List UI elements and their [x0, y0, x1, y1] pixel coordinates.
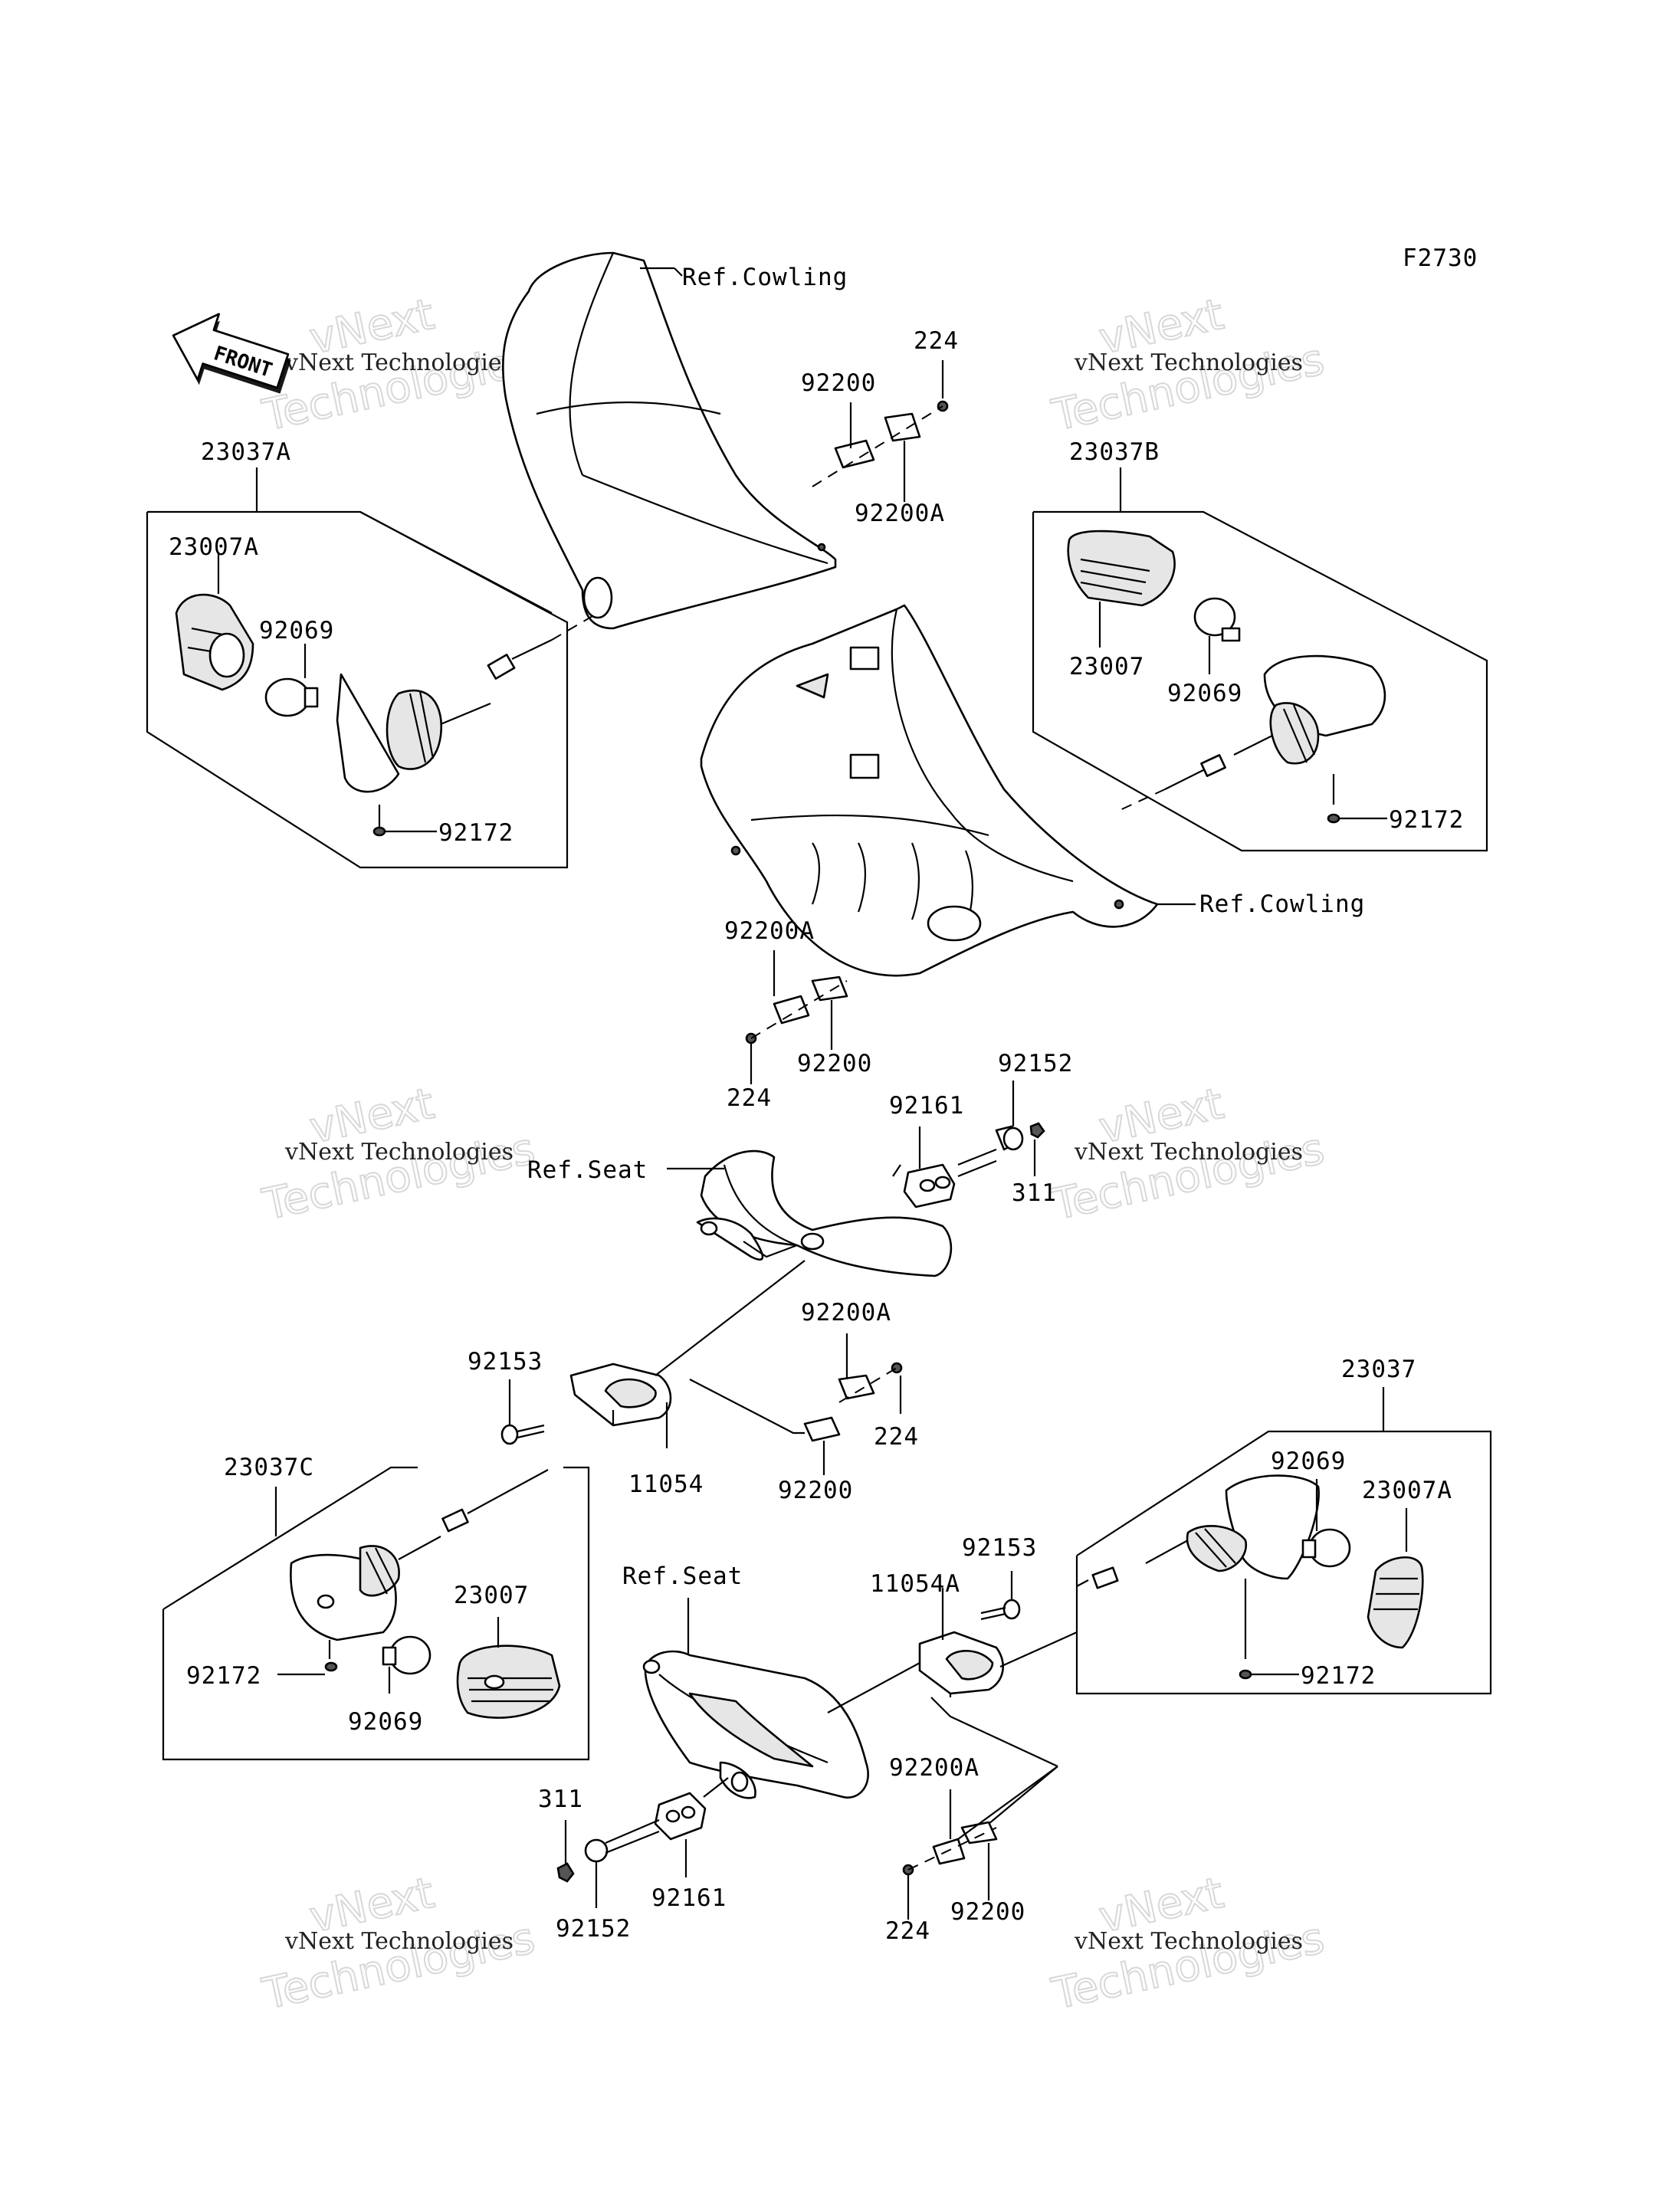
screw-92172-c: [324, 1640, 338, 1672]
part-label: 92200: [950, 1898, 1025, 1926]
nut-311-top: [1029, 1122, 1045, 1139]
part-label: 92172: [186, 1662, 261, 1690]
clip-92200A-top: [884, 412, 921, 442]
watermark-text: vNext Technologies: [1074, 1139, 1303, 1166]
part-label: 92153: [468, 1348, 543, 1376]
watermark-text: vNext Technologies: [284, 1928, 514, 1955]
clip-group-top: [812, 360, 949, 502]
bulb-92069-c: [382, 1635, 431, 1675]
bulb-92069-d: [1301, 1528, 1351, 1568]
part-label: 92200A: [855, 500, 945, 527]
part-label: 92069: [1167, 680, 1242, 707]
bracket-11054: [569, 1260, 806, 1448]
watermark-text: vNext Technologies: [1074, 349, 1303, 376]
part-label: 92069: [259, 617, 334, 644]
grab-rail-lower: [642, 1650, 869, 1799]
clip-group-c: [689, 1333, 903, 1475]
part-label: 23037B: [1069, 438, 1160, 466]
part-label: 92152: [998, 1050, 1073, 1077]
nut-311-bottom: [556, 1862, 575, 1883]
part-label: 92161: [889, 1092, 964, 1120]
figure-code: F2730: [1403, 244, 1478, 272]
assembly-23037C: [162, 1466, 590, 1761]
lens-23007-b: [1067, 530, 1176, 607]
ref-seat-bottom: Ref.Seat: [622, 1562, 743, 1590]
part-label: 92200: [778, 1477, 853, 1504]
part-label: 23007: [1069, 653, 1144, 680]
watermark-text: vNext Technologies: [284, 349, 514, 376]
part-label: 23007A: [169, 533, 259, 561]
part-label: 92200A: [889, 1754, 979, 1782]
part-label: 92200: [797, 1050, 872, 1077]
housing-23037: [1225, 1474, 1320, 1580]
bracket-11054A: [827, 1588, 1078, 1767]
front-arrow-icon: FRONT: [172, 313, 291, 394]
part-label: 92200A: [724, 917, 815, 945]
bolt-92153-right: [980, 1571, 1021, 1621]
lens-23007A-d: [1367, 1556, 1424, 1649]
screw-92172-d: [1239, 1579, 1252, 1680]
part-label: 311: [538, 1785, 583, 1813]
watermark-text: vNext Technologies: [284, 1139, 514, 1166]
part-label: 92069: [348, 1708, 423, 1736]
bolt-92153-left: [500, 1379, 545, 1445]
assembly-23037B: [1032, 467, 1488, 852]
part-label: 92200A: [801, 1299, 891, 1326]
part-label: 92161: [651, 1884, 727, 1912]
fastener-group-top: [892, 1080, 1045, 1208]
grab-rail-upper: [696, 1149, 953, 1277]
part-label: 23007A: [1362, 1477, 1452, 1504]
part-label: 224: [885, 1917, 930, 1945]
ref-cowling-mid: Ref.Cowling: [1199, 890, 1365, 918]
part-label: 92172: [438, 819, 514, 847]
part-label: 92153: [962, 1534, 1037, 1562]
clip-group-mid: [745, 950, 848, 1084]
part-label: 23007: [454, 1582, 529, 1609]
part-label: 23037C: [224, 1454, 314, 1481]
clip-group-d: [902, 1766, 1058, 1920]
part-label: 92172: [1301, 1662, 1376, 1690]
grommet-92161-bottom: [654, 1792, 707, 1841]
part-label: 92152: [556, 1915, 631, 1943]
part-label: 11054: [628, 1471, 704, 1498]
bulb-92069-a: [264, 677, 319, 717]
screw-92172-b: [1327, 774, 1340, 824]
cowling-upper: [501, 251, 837, 630]
part-label: 23037A: [201, 438, 291, 466]
clip-92200-top: [834, 439, 875, 469]
bulb-92069-b: [1193, 597, 1241, 642]
part-label: 311: [1012, 1179, 1057, 1207]
ref-cowling-top: Ref.Cowling: [682, 264, 848, 291]
part-label: 92069: [1271, 1448, 1346, 1475]
watermark-text: vNext Technologies: [1074, 1928, 1303, 1955]
housing-23037A: [336, 673, 400, 793]
part-label: 92200: [801, 369, 876, 397]
cowling-lower: [700, 604, 1159, 977]
part-label: 23037: [1341, 1356, 1416, 1383]
fastener-group-bottom: [556, 1777, 729, 1908]
assembly-23037: [1075, 1387, 1492, 1695]
part-label: 11054A: [870, 1570, 960, 1598]
screw-92172-a: [372, 805, 386, 837]
part-label: 92172: [1389, 806, 1464, 834]
assembly-23037A: [146, 467, 599, 869]
part-label: 224: [874, 1423, 919, 1451]
lens-23007-c: [456, 1644, 561, 1719]
part-label: 224: [914, 327, 959, 355]
bolt-92152-bottom: [584, 1838, 609, 1863]
ref-seat-left: Ref.Seat: [527, 1156, 648, 1184]
part-label: 224: [727, 1084, 772, 1112]
